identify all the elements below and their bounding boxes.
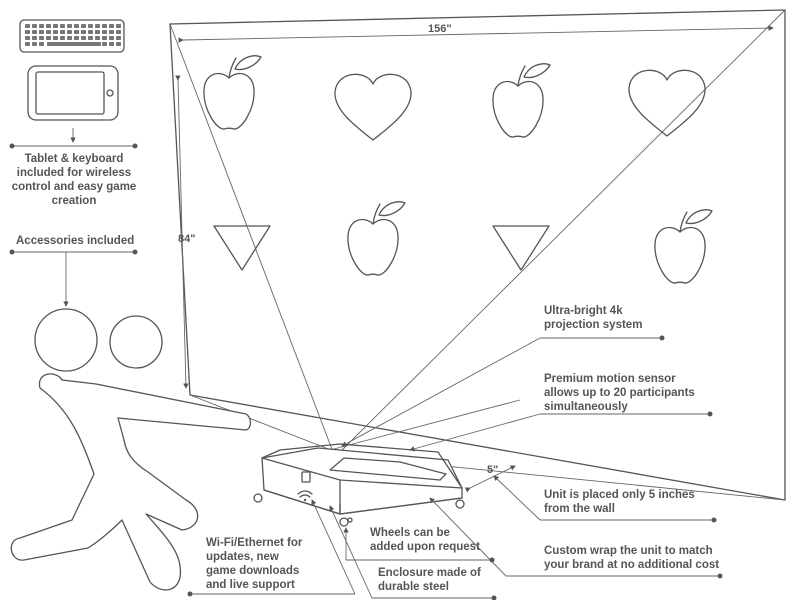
leader-enclosure — [329, 505, 497, 601]
width-dimension-line — [178, 25, 774, 43]
callout-tablet-keyboard: Tablet & keyboard included for wireless … — [11, 153, 137, 207]
person-figure — [10, 308, 252, 591]
callout-motion-sensor: Premium motion sensor allows up to 20 pa… — [544, 373, 695, 413]
wifi-icon — [297, 490, 313, 502]
leader-custom-wrap — [429, 497, 723, 579]
wall-shape-apple — [203, 55, 262, 130]
tablet-icon — [27, 65, 119, 121]
wall-shape-apple — [347, 201, 406, 276]
callout-enclosure: Enclosure made of durable steel — [378, 567, 481, 593]
width-label: 156" — [428, 23, 452, 35]
wall-shape-apple — [492, 63, 551, 138]
wall-shape-apple — [654, 209, 713, 284]
projector-unit — [253, 443, 465, 527]
callout-wall-distance: Unit is placed only 5 inches from the wa… — [544, 489, 695, 515]
wall-shape-heart — [334, 73, 412, 141]
height-dimension-line — [175, 75, 189, 389]
callout-accessories: Accessories included — [16, 235, 135, 247]
callout-wheels: Wheels can be added upon request — [370, 527, 480, 553]
leader-tablet — [9, 128, 138, 149]
gap-dimension-line — [464, 465, 516, 493]
callout-custom-wrap: Custom wrap the unit to match your brand… — [544, 545, 720, 571]
leader-wheels — [343, 527, 495, 563]
leader-projection — [341, 335, 665, 447]
usb-port-icon — [301, 471, 311, 483]
leader-wall-distance — [493, 475, 717, 523]
callout-projection: Ultra-bright 4k projection system — [544, 305, 643, 331]
gap-label: 5" — [487, 464, 499, 476]
keyboard-icon — [19, 19, 125, 53]
height-label: 84" — [178, 233, 196, 245]
wall-shape-triangle — [492, 225, 550, 271]
callout-connectivity: Wi-Fi/Ethernet for updates, new game dow… — [206, 537, 303, 591]
wall-shape-heart — [628, 69, 706, 137]
leader-connectivity — [187, 499, 356, 597]
projection-wall — [169, 9, 786, 501]
leader-accessories — [9, 249, 138, 307]
leader-motion-sensor — [409, 411, 713, 452]
